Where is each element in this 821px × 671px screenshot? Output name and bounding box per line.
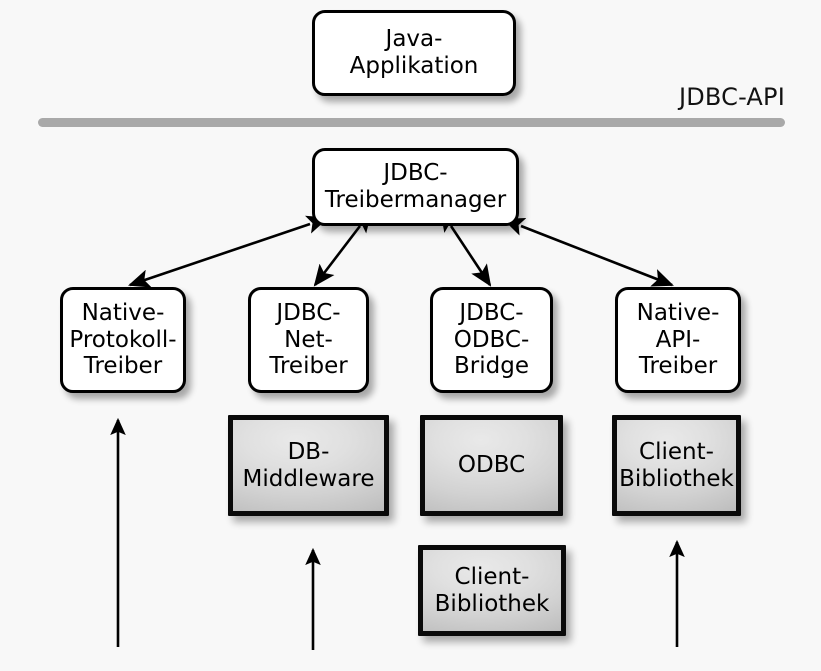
- node-native-api-driver[interactable]: Native- API- Treiber: [615, 287, 741, 393]
- node-jdbc-odbc-bridge-label: JDBC- ODBC- Bridge: [453, 299, 530, 380]
- node-jdbc-driver-manager[interactable]: JDBC- Treibermanager: [312, 148, 519, 226]
- node-odbc[interactable]: ODBC: [420, 415, 563, 516]
- node-jdbc-net-driver[interactable]: JDBC- Net- Treiber: [248, 287, 369, 393]
- node-client-library-middle-label: Client- Bibliothek: [434, 563, 550, 617]
- connector-manager-jdbc-odbc-bridge: [440, 209, 492, 287]
- node-jdbc-net-driver-label: JDBC- Net- Treiber: [269, 299, 348, 380]
- node-jdbc-odbc-bridge[interactable]: JDBC- ODBC- Bridge: [430, 287, 553, 393]
- node-java-application-label: Java- Applikation: [349, 26, 479, 79]
- connector-manager-native-protocol-driver: [128, 215, 329, 288]
- jdbc-api-boundary-bar: [38, 118, 785, 127]
- node-client-library-right[interactable]: Client- Bibliothek: [612, 415, 741, 516]
- node-native-api-driver-label: Native- API- Treiber: [636, 299, 720, 380]
- node-client-library-right-label: Client- Bibliothek: [619, 438, 734, 492]
- node-db-middleware-label: DB- Middleware: [242, 438, 375, 492]
- node-odbc-label: ODBC: [457, 452, 526, 479]
- node-native-protocol-driver[interactable]: Native- Protokoll- Treiber: [60, 287, 186, 393]
- node-jdbc-driver-manager-label: JDBC- Treibermanager: [324, 160, 507, 213]
- node-java-application[interactable]: Java- Applikation: [312, 10, 516, 96]
- connector-manager-native-api-driver: [502, 218, 674, 287]
- node-db-middleware[interactable]: DB- Middleware: [228, 415, 389, 516]
- node-native-protocol-driver-label: Native- Protokoll- Treiber: [69, 299, 177, 380]
- connector-manager-jdbc-net-driver: [313, 210, 372, 287]
- jdbc-api-boundary-label: JDBC-API: [678, 83, 785, 111]
- node-client-library-middle[interactable]: Client- Bibliothek: [418, 545, 566, 636]
